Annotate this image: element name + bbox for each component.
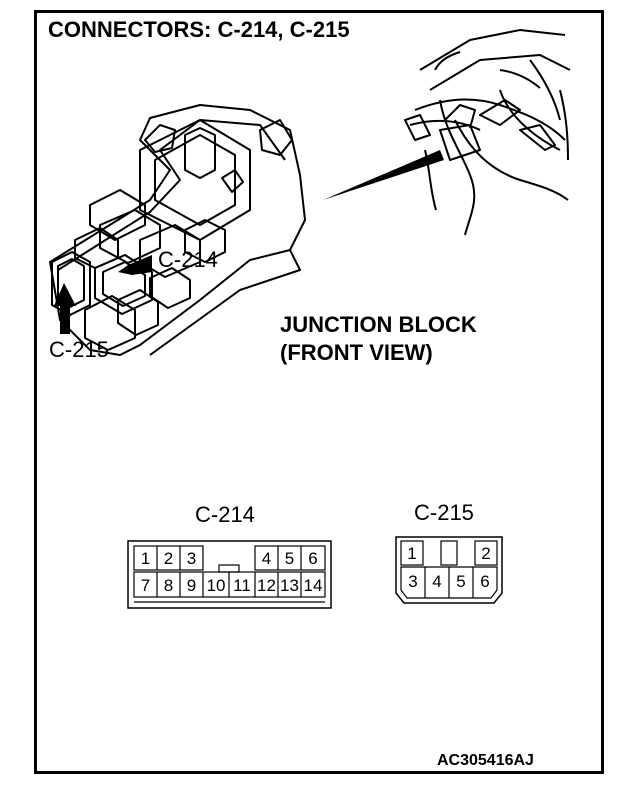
- c214-pin: 1: [140, 549, 151, 568]
- c214-pin: 7: [140, 576, 151, 595]
- c214-pin: 10: [206, 576, 226, 595]
- figure-code: AC305416AJ: [437, 752, 534, 769]
- c214-pin: 13: [280, 576, 299, 595]
- callout-c214-label: C-214: [158, 247, 218, 272]
- junction-block-subtitle: (FRONT VIEW): [280, 340, 433, 365]
- c215-pin: 4: [432, 572, 442, 591]
- diagram-title: CONNECTORS: C-214, C-215: [48, 17, 350, 42]
- connector-c215-label: C-215: [414, 500, 474, 525]
- c214-pin: 11: [233, 576, 251, 595]
- c215-pin: 1: [407, 544, 417, 563]
- c215-pin: 3: [408, 572, 418, 591]
- c215-pin: 5: [456, 572, 466, 591]
- c214-pin: 5: [284, 549, 295, 568]
- diagram-frame: [34, 10, 604, 774]
- callout-c215-label: C-215: [49, 337, 109, 362]
- c214-pin: 8: [163, 576, 174, 595]
- c214-pin: 9: [186, 576, 197, 595]
- c215-pin: 6: [480, 572, 490, 591]
- c214-pin: 6: [308, 549, 318, 568]
- junction-block-title: JUNCTION BLOCK: [280, 312, 477, 337]
- c214-pin: 14: [303, 576, 323, 595]
- connector-c214-label: C-214: [195, 502, 255, 527]
- c214-pin: 2: [163, 549, 174, 568]
- c214-pin: 4: [261, 549, 272, 568]
- c215-pin: 2: [481, 544, 491, 563]
- c214-pin: 12: [257, 576, 276, 595]
- c214-pin: 3: [186, 549, 197, 568]
